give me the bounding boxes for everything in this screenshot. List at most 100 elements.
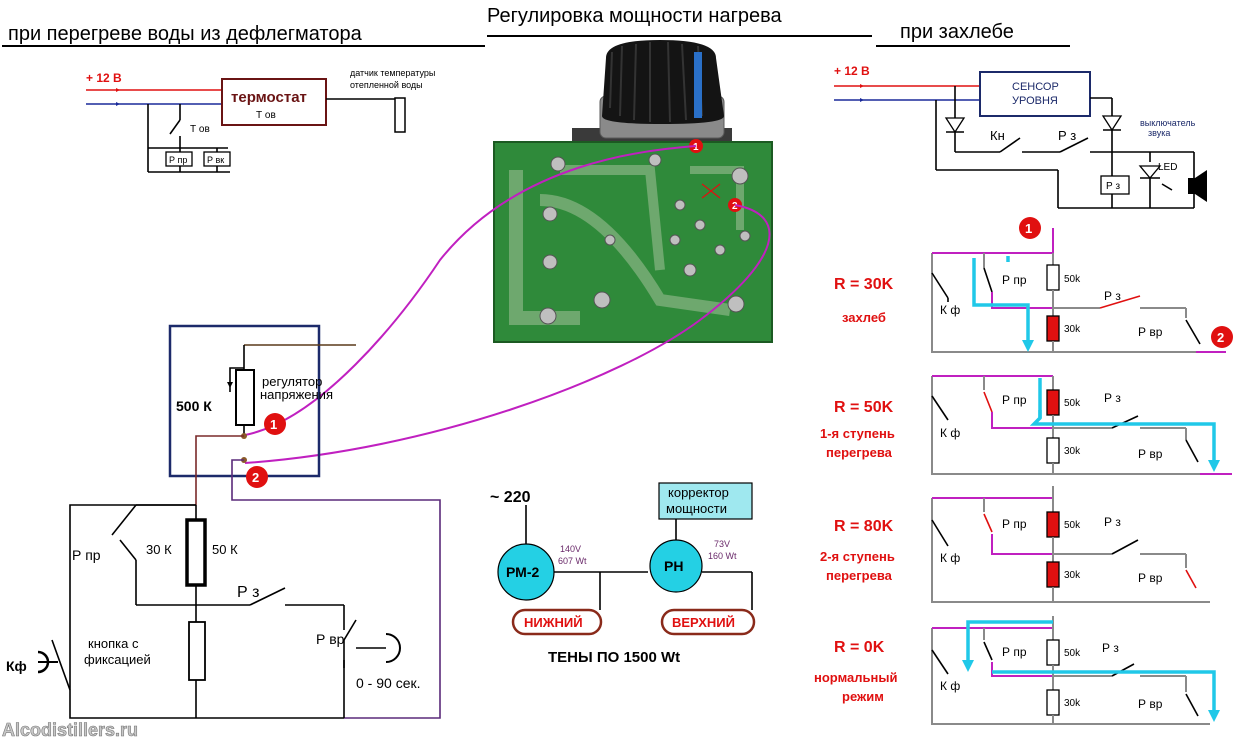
- potentiometer-frame: [168, 324, 321, 478]
- panel-3-r-bot: 30k: [1064, 570, 1081, 581]
- buzzer-icon: [1188, 178, 1195, 194]
- sensor-label-line1: датчик температуры: [350, 68, 435, 78]
- sensor-label-line2: отепленной воды: [350, 80, 423, 90]
- thermostat-label: термостат: [231, 89, 307, 106]
- panel-1-p-vr: Р вр: [1138, 325, 1163, 339]
- regulator-photo: 1 2: [493, 40, 773, 343]
- panel-4-r-bot: 30k: [1064, 698, 1081, 709]
- switch-p-z: [249, 587, 286, 606]
- p-pr-label: Р пр: [72, 547, 101, 563]
- diode-1-icon: [944, 117, 966, 134]
- corrector-box: [658, 482, 753, 520]
- panel-1-r-top: 50k: [1064, 274, 1081, 285]
- corrector-line1: корректор: [668, 485, 729, 500]
- panel-1-r-bot: 30k: [1064, 324, 1081, 335]
- panel-1-desc1: захлеб: [842, 310, 886, 325]
- button-label-line1: кнопка с: [88, 636, 139, 651]
- panel-marker-1-label: 1: [1025, 221, 1032, 236]
- panel-2-kf: К ф: [940, 426, 960, 440]
- temperature-sensor-icon: [394, 97, 406, 133]
- thermostat-box: [221, 78, 327, 126]
- timer-label: 0 - 90 сек.: [356, 675, 421, 691]
- ph-circle: [649, 539, 703, 593]
- pm2-power: 607 Wt: [558, 556, 587, 566]
- panel-1-kf: К ф: [940, 303, 960, 317]
- title-right: при захлебе: [900, 21, 1014, 43]
- r50-label: 50 К: [212, 542, 238, 557]
- marker-1: [264, 413, 286, 435]
- pm2-voltage: 140V: [560, 544, 581, 554]
- panel-marker-2-label: 2: [1217, 330, 1224, 345]
- level-sensor-line2: УРОВНЯ: [1012, 95, 1058, 107]
- marker-2: [246, 466, 268, 488]
- relay-circuit: 500 К регулятор напряжения 1 2 Р пр 30 К…: [6, 324, 441, 719]
- p-z-top-label: Р з: [1058, 128, 1076, 143]
- switch-p-z-right: [1059, 137, 1089, 153]
- panel-4: R = 0K нормальный режим К ф Р пр 50k 30k…: [814, 616, 1220, 725]
- panel-1-p-pr: Р пр: [1002, 273, 1027, 287]
- led-icon: [1138, 165, 1162, 180]
- panel-1-r: R = 30K: [834, 276, 894, 293]
- panel-2: R = 50K 1-я ступень перегрева К ф Р пр 5…: [820, 375, 1232, 475]
- switch-kn: [999, 137, 1021, 153]
- r30-label: 30 К: [146, 542, 172, 557]
- panel-4-desc2: режим: [842, 689, 884, 704]
- panel-3-kf: К ф: [940, 551, 960, 565]
- panel-3-p-z: Р з: [1104, 515, 1121, 529]
- regulator-label-line2: напряжения: [260, 387, 333, 402]
- p-vr-label: Р вр: [316, 631, 345, 647]
- heater-lower-label: НИЖНИЙ: [524, 615, 583, 630]
- panel-3-p-vr: Р вр: [1138, 571, 1163, 585]
- panel-2-desc1: 1-я ступень: [820, 426, 895, 441]
- panel-4-r: R = 0K: [834, 639, 885, 656]
- panel-3-r-top: 50k: [1064, 520, 1081, 531]
- panel-4-desc1: нормальный: [814, 670, 897, 685]
- switch-sound-line1: выключатель: [1140, 118, 1196, 128]
- switch-p-vr: [343, 619, 357, 641]
- switch-p-pr: [111, 504, 137, 536]
- heater-upper: [660, 608, 756, 636]
- thermostat-sub: Т ов: [256, 110, 276, 121]
- right-supply-label: + 12 В: [834, 64, 870, 78]
- marker-2-label: 2: [252, 470, 259, 485]
- panel-2-r-top: 50k: [1064, 398, 1081, 409]
- pm2-label: РМ-2: [506, 564, 539, 580]
- ph-label: РН: [664, 558, 683, 574]
- panel-4-p-vr: Р вр: [1138, 697, 1163, 711]
- panel-marker-2: [1211, 326, 1233, 348]
- corrector-line2: мощности: [666, 501, 727, 516]
- relay-p-z-box: [1100, 175, 1130, 195]
- resistor-50k: [185, 518, 207, 587]
- relay-p-pr-box: [165, 151, 193, 167]
- ac-label: ~ 220: [490, 489, 531, 506]
- switch-t-ov: [169, 119, 181, 135]
- button-kf: [51, 639, 71, 691]
- panel-2-p-vr: Р вр: [1138, 447, 1163, 461]
- relay-p-pr-label: Р пр: [169, 155, 187, 165]
- kf-label: Кф: [6, 658, 27, 674]
- resistor-bottom: [188, 621, 206, 681]
- ph-voltage: 73V: [714, 539, 730, 549]
- panel-2-r-bot: 30k: [1064, 446, 1081, 457]
- panel-3: R = 80K 2-я ступень перегрева К ф Р пр 5…: [820, 486, 1210, 603]
- heater-upper-label: ВЕРХНИЙ: [672, 615, 735, 630]
- title-left: при перегреве воды из дефлегматора: [8, 23, 363, 45]
- panel-2-r: R = 50K: [834, 399, 894, 416]
- p-z-label: Р з: [237, 584, 259, 601]
- wire-2: [244, 204, 771, 464]
- panel-4-p-pr: Р пр: [1002, 645, 1027, 659]
- relay-p-z-label: Р з: [1106, 181, 1120, 192]
- panel-2-p-pr: Р пр: [1002, 393, 1027, 407]
- timer-icon: [385, 633, 401, 663]
- panel-4-r-top: 50k: [1064, 648, 1081, 659]
- panel-2-desc2: перегрева: [826, 445, 893, 460]
- regulator-label-line1: регулятор: [262, 374, 322, 389]
- pcb-marker-2-label: 2: [732, 201, 738, 212]
- knob-icon: [602, 40, 724, 124]
- regulator-resistor: [235, 369, 255, 426]
- panel-marker-1: [1019, 217, 1041, 239]
- panel-3-desc2: перегрева: [826, 568, 893, 583]
- heaters-caption: ТЕНЫ ПО 1500 Wt: [548, 649, 680, 666]
- ph-power: 160 Wt: [708, 551, 737, 561]
